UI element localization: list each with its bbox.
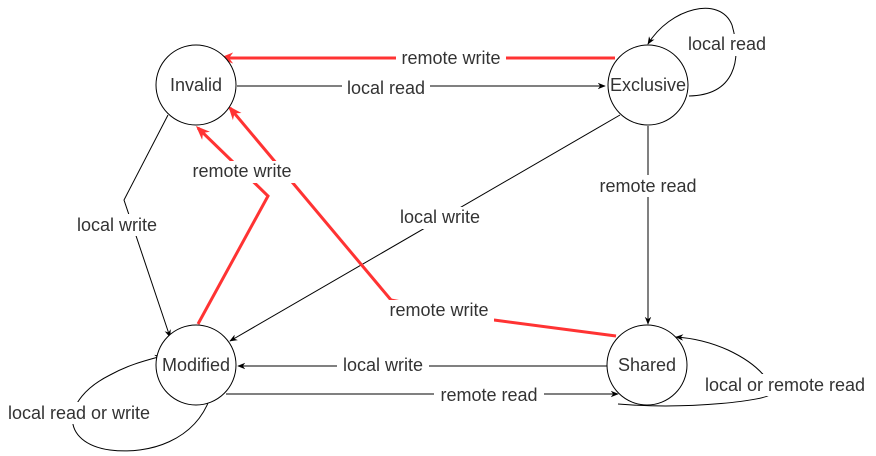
edge-label: local read: [688, 34, 766, 54]
state-exclusive-label: Exclusive: [610, 75, 686, 95]
edge-m-to-i-remote-write: [195, 126, 270, 325]
state-shared: Shared: [606, 324, 688, 406]
label-m-self-local-read-or-write: local read or write: [2, 402, 158, 424]
state-invalid: Invalid: [155, 44, 237, 126]
edge-label: local write: [400, 207, 480, 227]
edge-label: local or remote read: [705, 375, 865, 395]
edge-label: remote read: [440, 385, 537, 405]
edge-label: remote write: [389, 300, 488, 320]
edge-e-self-local-read: [647, 7, 737, 97]
label-e-self-local-read: local read: [682, 34, 772, 56]
label-i-to-e-local-read: local read: [342, 77, 430, 99]
label-s-to-i-remote-write: remote write: [384, 300, 494, 322]
edge-label: local read: [347, 78, 425, 98]
label-m-to-i-remote-write: remote write: [187, 161, 297, 183]
edge-label: remote read: [599, 176, 696, 196]
state-modified-label: Modified: [162, 355, 230, 375]
label-s-self-local-or-remote-read: local or remote read: [696, 374, 874, 396]
edge-i-to-m-local-write: [123, 114, 171, 338]
label-s-to-m-local-write: local write: [337, 355, 429, 377]
edge-label: remote write: [192, 161, 291, 181]
state-exclusive: Exclusive: [607, 44, 689, 126]
label-i-to-m-local-write: local write: [71, 214, 163, 236]
label-e-to-m-local-write: local write: [394, 207, 486, 229]
edge-label: local read or write: [8, 403, 150, 423]
state-invalid-label: Invalid: [170, 75, 222, 95]
edge-label: local write: [343, 355, 423, 375]
label-m-to-s-remote-read: remote read: [434, 385, 544, 407]
state-shared-label: Shared: [618, 355, 676, 375]
edge-m-self-local-read-or-write: [72, 354, 211, 452]
label-e-to-s-remote-read: remote read: [593, 175, 703, 197]
state-modified: Modified: [155, 324, 237, 406]
edge-label: local write: [77, 215, 157, 235]
label-e-to-i-remote-write: remote write: [396, 47, 506, 69]
edge-label: remote write: [401, 48, 500, 68]
